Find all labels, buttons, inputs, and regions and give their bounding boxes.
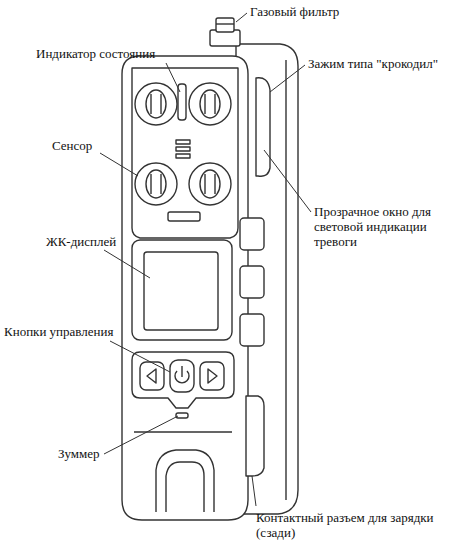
leader-line — [264, 150, 311, 212]
right-button — [200, 362, 224, 390]
callout-label: Зажим типа "крокодил" — [308, 56, 438, 71]
bottom-bumper — [134, 432, 232, 512]
bottom-bumper — [166, 462, 204, 512]
sensor-panel — [132, 68, 238, 238]
vent-grid — [176, 140, 190, 158]
leader-line — [252, 476, 256, 506]
callout-label: Зуммер — [58, 446, 100, 461]
filter-ring — [216, 23, 234, 24]
grip-pad — [240, 266, 264, 298]
filter-cap — [216, 18, 234, 32]
lower-clip — [246, 396, 264, 476]
leader-line — [104, 416, 178, 454]
buzzer — [176, 413, 188, 418]
leader-line — [166, 63, 180, 92]
right-arrow — [208, 369, 217, 383]
callout-label: Сенсор — [52, 138, 92, 153]
leader-line — [236, 13, 247, 22]
grip-pad — [240, 314, 264, 346]
callout-label: Кнопки управления — [4, 324, 113, 339]
front-slot — [168, 212, 200, 221]
leader-line — [104, 250, 150, 278]
sensor-group — [135, 83, 231, 205]
callout-label: Контактный разъем для зарядки (сзади) — [256, 510, 448, 540]
left-arrow — [147, 369, 156, 383]
leader-lines — [100, 13, 311, 506]
leader-line — [110, 341, 170, 372]
grip-pad — [240, 218, 264, 250]
side-edge — [285, 60, 286, 500]
callout-label: Индикатор состояния — [36, 46, 155, 61]
lcd-display — [144, 252, 218, 330]
callout-label: Газовый фильтр — [250, 4, 339, 19]
leader-line — [270, 65, 305, 92]
callout-label: Прозрачное окно для световой индикации т… — [314, 204, 448, 249]
leader-line — [100, 153, 138, 176]
crocodile-clip — [256, 78, 270, 177]
left-button — [140, 362, 164, 390]
callout-label: ЖК-дисплей — [46, 234, 116, 249]
display-frame — [132, 240, 232, 340]
front-body — [122, 56, 248, 520]
power-button — [170, 360, 194, 392]
power-icon — [181, 366, 182, 377]
